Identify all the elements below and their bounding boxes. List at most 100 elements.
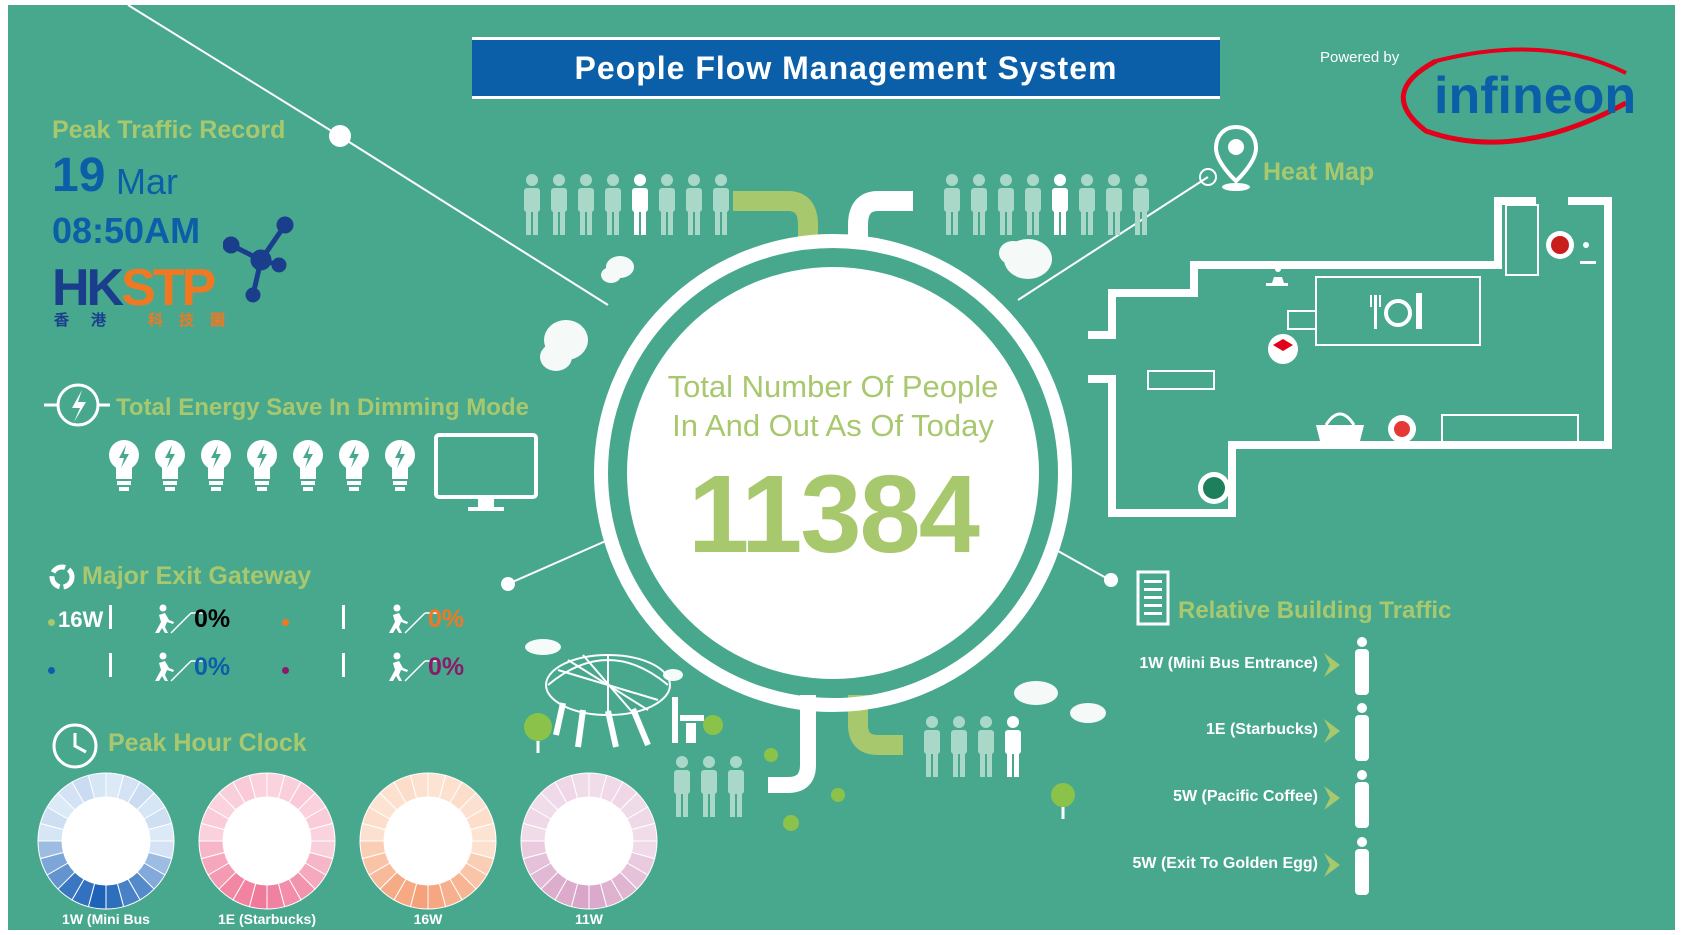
- people-group-top-left: [524, 174, 729, 235]
- clock-heading: Peak Hour Clock: [108, 729, 307, 757]
- gate-item: 0%: [48, 651, 273, 691]
- person-figure: [659, 174, 675, 235]
- clock-hour-label: 12: [581, 862, 597, 878]
- exit-runner-icon: [389, 652, 439, 682]
- person-icon: [1355, 770, 1369, 828]
- traffic-arrow-icon: [1324, 653, 1340, 677]
- gate-divider: [109, 653, 112, 677]
- clock-hour-label: 6: [299, 834, 307, 850]
- clock-label: 11W: [574, 911, 603, 927]
- traffic-arrow-icon: [1324, 786, 1340, 810]
- molecule-icon: [223, 216, 294, 303]
- clock-ring: 0 6 12 18: [359, 772, 497, 910]
- location-pin-icon: [1214, 124, 1258, 191]
- exit-gateway-grid: 16W 0% 0% 0% 0%: [48, 603, 498, 703]
- clock-ring: 0 6 12 18: [198, 772, 336, 910]
- clock-hour-label: 0: [585, 808, 593, 824]
- exit-heading: Major Exit Gateway: [82, 562, 312, 590]
- clock-hour-label: 12: [259, 862, 275, 878]
- peak-time: 08:50AM: [52, 210, 201, 251]
- peak-traffic-heading: Peak Traffic Record: [52, 116, 286, 144]
- dashboard: People Flow Management System Powered by…: [8, 5, 1675, 930]
- clock-row: 0 6 12 18 1W (Mini Bus Entrance) 0 6 12 18 1E …: [36, 771, 676, 930]
- person-icon: [1355, 703, 1369, 761]
- person-figure: [1106, 174, 1122, 235]
- gate-item: 0%: [282, 603, 507, 643]
- decorations: [524, 239, 1106, 831]
- traffic-arrow-icon: [1324, 719, 1340, 743]
- gate-item: 0%: [282, 651, 507, 691]
- light-bulb-icon: [385, 440, 415, 491]
- clock-hour-label: 0: [102, 808, 110, 824]
- building-icon: [1136, 570, 1170, 626]
- traffic-row: 1W (Mini Bus Entrance): [1058, 635, 1388, 697]
- gate-item: 16W 0%: [48, 603, 273, 643]
- peak-day: 19: [52, 149, 106, 202]
- gate-percent: 0%: [428, 605, 465, 633]
- person-figure: [713, 174, 729, 235]
- center-line-2: In And Out As Of Today: [672, 408, 994, 443]
- person-figure: [1005, 716, 1021, 777]
- people-group-bottom-right: [924, 716, 1021, 777]
- clock-hour-label: 12: [98, 862, 114, 878]
- clock-label: 1W (Mini Bus Entrance): [62, 911, 150, 930]
- person-figure: [978, 716, 994, 777]
- exit-runner-icon: [155, 604, 205, 634]
- person-icon: [1355, 837, 1369, 895]
- clock-hour-label: 0: [424, 808, 432, 824]
- person-figure: [1052, 174, 1068, 235]
- person-figure: [632, 174, 648, 235]
- light-bulb-icon: [247, 440, 277, 491]
- clock-hour-label: 0: [263, 808, 271, 824]
- peak-month: Mar: [116, 161, 178, 202]
- gate-dot: [282, 619, 289, 626]
- gate-label: 16W: [58, 607, 104, 632]
- clock-hour-label: 18: [66, 834, 82, 850]
- connector-lines: [127, 5, 1217, 793]
- gate-dot: [48, 619, 55, 626]
- center-ring: [594, 234, 1072, 712]
- person-figure: [1133, 174, 1149, 235]
- heat-map-floorplan[interactable]: [1088, 193, 1658, 548]
- clock-hour-label: 12: [420, 862, 436, 878]
- gate-divider: [342, 653, 345, 677]
- peak-clock: 0 6 12 18 1E (Starbucks): [197, 771, 337, 927]
- light-bulb-icon: [293, 440, 323, 491]
- person-figure: [674, 756, 690, 817]
- clock-hour-label: 18: [549, 834, 565, 850]
- traffic-arrow-icon: [1324, 853, 1340, 877]
- gate-dot: [48, 667, 55, 674]
- people-group-bottom-left: [674, 756, 744, 817]
- building-traffic-list: 1W (Mini Bus Entrance) 1E (Starbucks) 5W…: [1058, 635, 1388, 905]
- building-traffic-heading: Relative Building Traffic: [1178, 597, 1452, 624]
- clock-hour-label: 18: [388, 834, 404, 850]
- powered-by-text: Powered by: [1320, 49, 1400, 66]
- person-figure: [728, 756, 744, 817]
- center-line-1: Total Number Of People: [667, 369, 999, 404]
- clock-hour-label: 6: [621, 834, 629, 850]
- page-title: People Flow Management System: [574, 49, 1118, 86]
- gateway-icon: [49, 564, 75, 590]
- person-figure: [951, 716, 967, 777]
- clock-label: 1E (Starbucks): [217, 911, 317, 927]
- clock-hour-label: 18: [227, 834, 243, 850]
- light-bulb-icon: [109, 440, 139, 491]
- person-figure: [998, 174, 1014, 235]
- energy-bolt-icon: [44, 383, 110, 427]
- gate-divider: [342, 605, 345, 629]
- person-figure: [578, 174, 594, 235]
- person-figure: [524, 174, 540, 235]
- peak-clock: 0 6 12 18 16W: [358, 771, 498, 927]
- traffic-row-label: 5W (Exit To Golden Egg): [1132, 855, 1318, 872]
- light-bulb-icon: [155, 440, 185, 491]
- clock-hour-label: 6: [460, 834, 468, 850]
- clock-label: 16W: [413, 911, 443, 927]
- brand-name: infineon: [1434, 67, 1636, 125]
- hkstp-logo: HKSTP: [52, 259, 216, 317]
- person-figure: [551, 174, 567, 235]
- person-figure: [701, 756, 717, 817]
- traffic-row-label: 1W (Mini Bus Entrance): [1139, 655, 1318, 672]
- person-icon: [1355, 637, 1369, 695]
